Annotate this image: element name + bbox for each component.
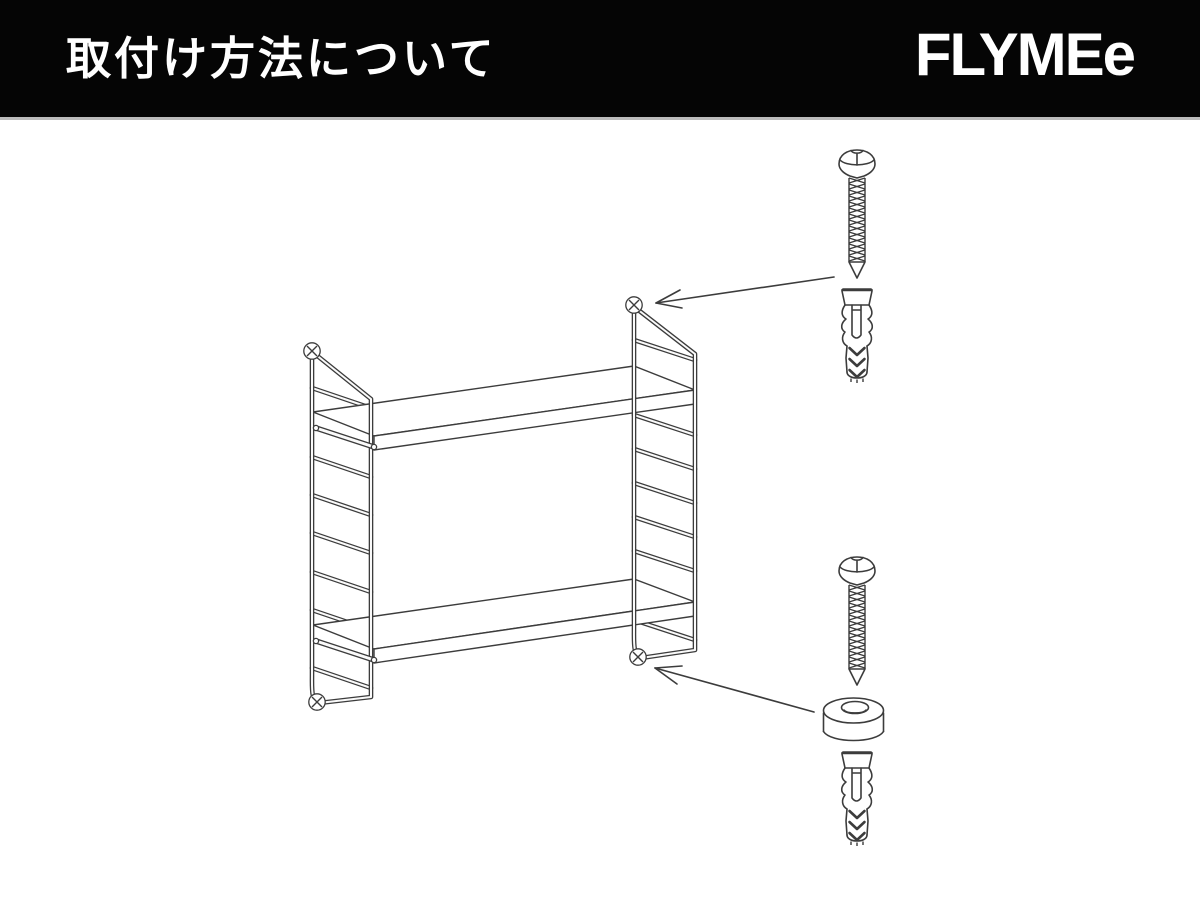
arrow-to-bottom-mount <box>654 665 815 713</box>
header-banner: 取付け方法について FLYMEe <box>0 0 1200 120</box>
spacer-ring <box>822 697 885 742</box>
mounting-screw-bottom <box>838 556 876 686</box>
mounting-screw-top <box>838 149 876 279</box>
shelf-support-rod-top <box>312 424 378 451</box>
shelf-unit-drawing <box>303 296 698 711</box>
left-side-panel <box>309 385 374 691</box>
arrow-to-top-mount <box>655 276 835 309</box>
wall-anchor-bottom <box>840 750 874 848</box>
right-panel-rails <box>631 306 698 661</box>
corner-screw-bottom-left <box>308 693 326 711</box>
wall-anchor-top <box>840 287 874 385</box>
shelf-support-rod-bottom <box>312 637 378 664</box>
corner-screw-bottom-right <box>629 648 647 666</box>
flymee-logo: FLYMEe <box>914 21 1136 88</box>
corner-screw-top-left <box>303 342 321 360</box>
left-panel-rails <box>309 351 374 706</box>
right-side-panel <box>631 337 698 643</box>
corner-screw-top-right <box>625 296 643 314</box>
page-title: 取付け方法について <box>66 33 497 84</box>
